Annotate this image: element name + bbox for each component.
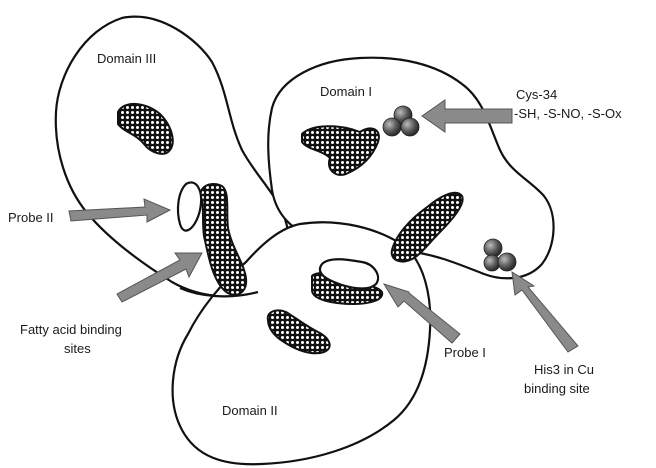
- probe-ii-label: Probe II: [8, 210, 54, 225]
- cys34-label-line1: Cys-34: [516, 87, 557, 102]
- his3-label-line1: His3 in Cu: [534, 362, 594, 377]
- domain-iii-label: Domain III: [97, 51, 156, 66]
- probe-i-label: Probe I: [444, 345, 486, 360]
- domain-ii-label: Domain II: [222, 403, 278, 418]
- his3-label-line2: binding site: [524, 381, 590, 396]
- his3-arrow: [512, 272, 578, 352]
- domain-i-label: Domain I: [320, 84, 372, 99]
- fatty-acid-label-line2: sites: [64, 341, 91, 356]
- cys34-label-line2: -SH, -S-NO, -S-Ox: [514, 106, 622, 121]
- fatty-acid-label-line1: Fatty acid binding: [20, 322, 122, 337]
